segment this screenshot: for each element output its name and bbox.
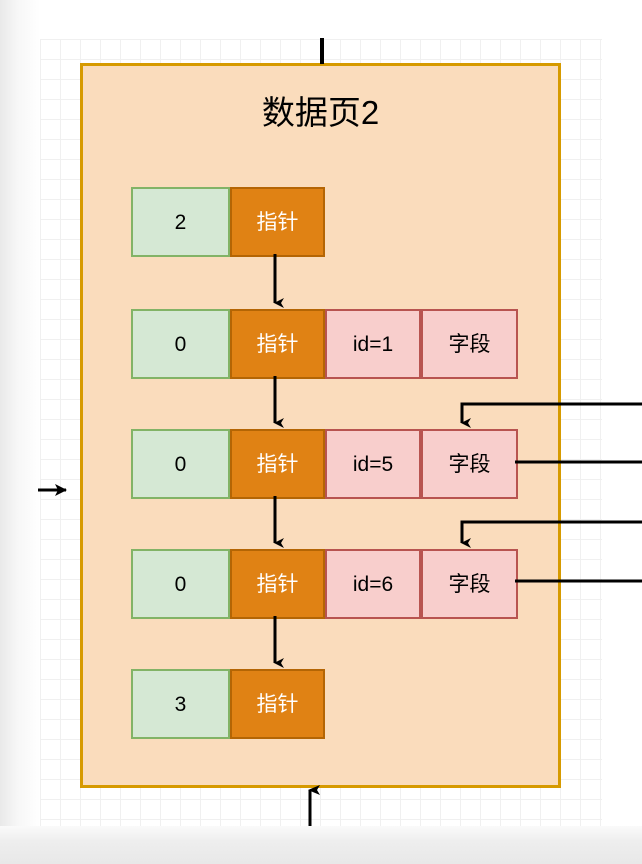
row-4-pointer-cell: 指针 xyxy=(230,669,325,739)
row-2-count-cell: 0 xyxy=(131,429,230,499)
row-1-pointer-cell: 指针 xyxy=(230,309,325,379)
page-title: 数据页2 xyxy=(261,94,380,131)
row-1-id-cell: id=1 xyxy=(325,309,421,379)
row-0-count-cell: 2 xyxy=(131,187,230,257)
row-1-count-cell: 0 xyxy=(131,309,230,379)
data-page-container[interactable]: 数据页2 2 指针 0 指针 id=1 字段 0 指针 id=5 字段 0 指针… xyxy=(80,63,561,788)
row-3-count-cell: 0 xyxy=(131,549,230,619)
row-0-pointer-cell: 指针 xyxy=(230,187,325,257)
row-2-field-cell: 字段 xyxy=(421,429,518,499)
row-1-field-cell: 字段 xyxy=(421,309,518,379)
row-3-id-cell: id=6 xyxy=(325,549,421,619)
row-3-pointer-cell: 指针 xyxy=(230,549,325,619)
row-2-id-cell: id=5 xyxy=(325,429,421,499)
row-2-pointer-cell: 指针 xyxy=(230,429,325,499)
canvas-bottom-fade xyxy=(0,826,642,864)
row-4-count-cell: 3 xyxy=(131,669,230,739)
row-3-field-cell: 字段 xyxy=(421,549,518,619)
